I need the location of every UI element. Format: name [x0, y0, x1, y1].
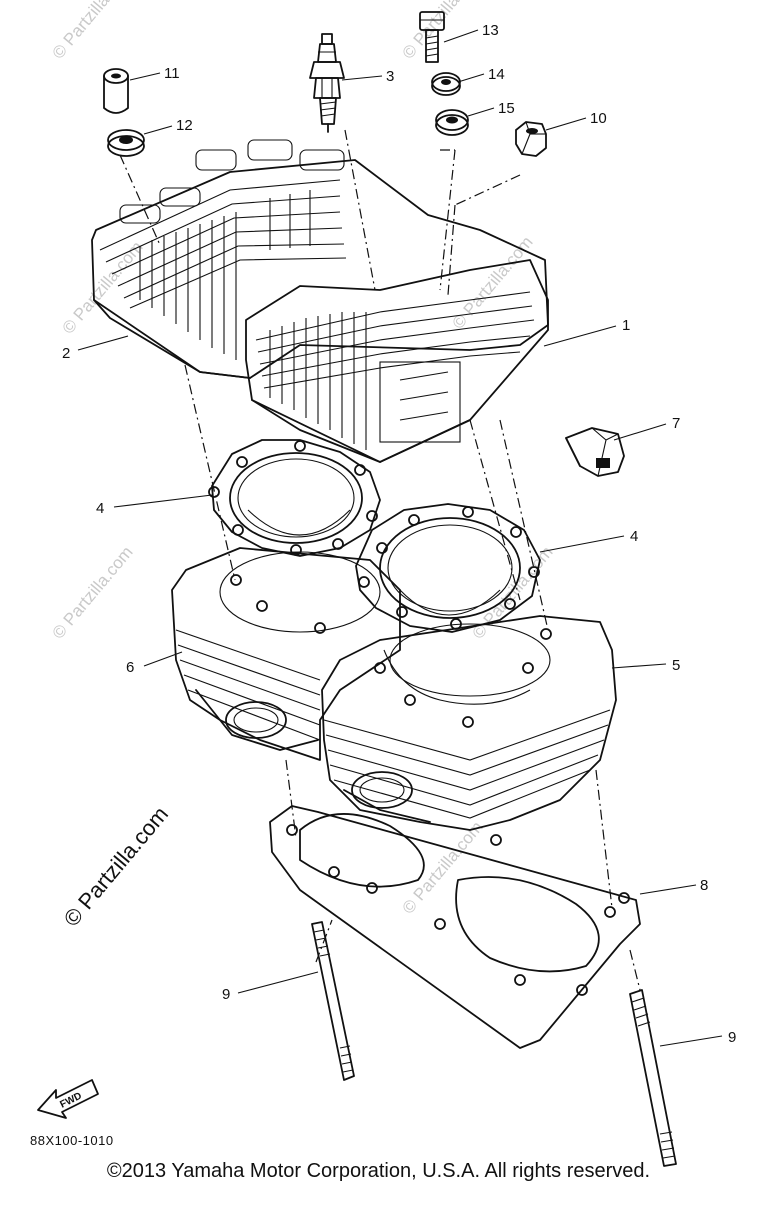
cylinder-5-drawing	[321, 615, 617, 831]
callout-11: 11	[164, 65, 180, 82]
callout-14: 14	[488, 66, 505, 83]
head-2-fins	[99, 139, 347, 360]
stud-9-right-drawing	[629, 989, 677, 1167]
watermark-1: © Partzilla.com	[49, 0, 137, 63]
cylinder-head-2-drawing	[91, 139, 549, 379]
callout-10: 10	[590, 110, 607, 127]
callout-labels: 11 12 3 13 14 15 10 2 1 7 4 4 6 5 8 9 9	[62, 22, 736, 1046]
bolt-13-drawing	[419, 11, 445, 63]
callout-6: 6	[126, 659, 134, 676]
copyright-footer: ©2013 Yamaha Motor Corporation, U.S.A. A…	[106, 1160, 651, 1182]
washer-12-drawing	[107, 129, 145, 157]
leader-lines	[77, 29, 723, 1047]
watermark-7: © Partzilla.com	[399, 818, 487, 918]
stud-9-left-drawing	[311, 921, 355, 1081]
callout-2: 2	[62, 345, 70, 362]
callout-12: 12	[176, 117, 193, 134]
callout-7: 7	[672, 415, 680, 432]
callout-15: 15	[498, 100, 515, 117]
callout-5: 5	[672, 657, 680, 674]
drawing-code: 88X100-1010	[30, 1133, 114, 1148]
head-gasket-4-left-drawing	[208, 439, 381, 557]
callout-13: 13	[482, 22, 499, 39]
spacer-11-drawing	[103, 68, 129, 114]
callout-3: 3	[386, 68, 394, 85]
head-1-fins	[255, 291, 535, 450]
washer-15-drawing	[435, 109, 469, 136]
watermark-6: © Partzilla.com	[469, 543, 557, 643]
callout-9-right: 9	[728, 1029, 736, 1046]
callout-8: 8	[700, 877, 708, 894]
cylinder-head-1-drawing	[245, 259, 549, 463]
callout-1: 1	[622, 317, 630, 334]
callout-4-right: 4	[630, 528, 638, 545]
watermark-5: © Partzilla.com	[49, 543, 137, 643]
callout-4-left: 4	[96, 500, 104, 517]
fwd-arrow-icon: FWD	[37, 1079, 99, 1119]
base-gasket-8-drawing	[269, 805, 641, 1049]
brand-watermark: © Partzilla.com	[59, 802, 173, 932]
cylinder-6-drawing	[171, 547, 401, 761]
clip-7-drawing	[565, 427, 625, 477]
watermark-3: © Partzilla.com	[59, 238, 147, 338]
assembly-lines-lower	[285, 759, 641, 991]
spark-plug-3-drawing	[309, 33, 345, 133]
watermark-4: © Partzilla.com	[449, 233, 537, 333]
head-gasket-4-right-drawing	[355, 503, 541, 633]
callout-9-left: 9	[222, 986, 230, 1003]
assembly-lines-top	[119, 129, 521, 296]
nut-10-drawing	[515, 121, 547, 157]
washer-14-drawing	[431, 72, 461, 96]
